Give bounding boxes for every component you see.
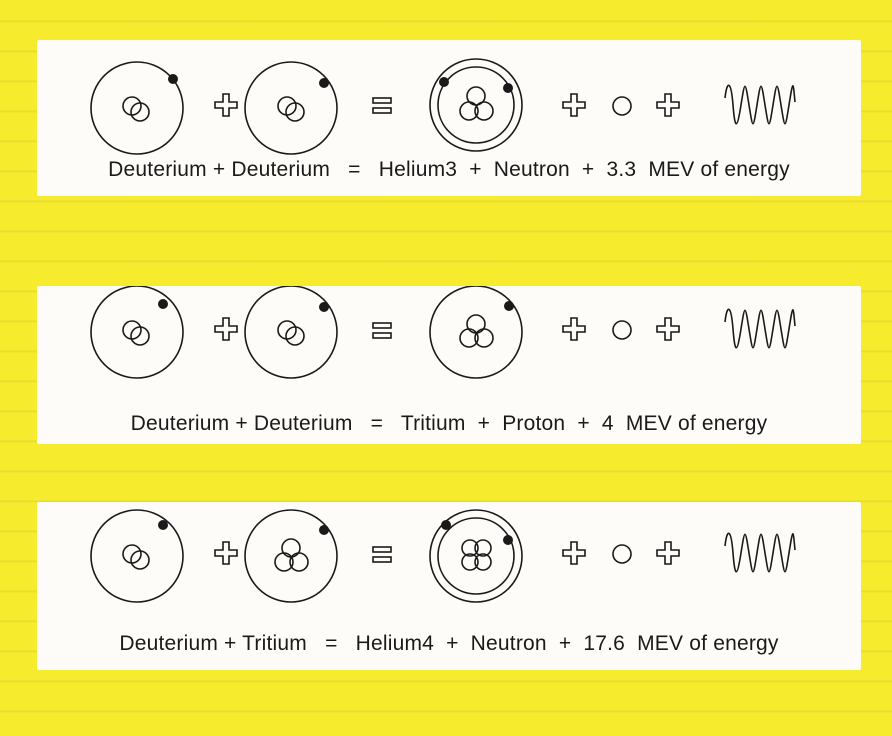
deuterium-atom-icon xyxy=(244,286,338,379)
electron-icon xyxy=(441,520,451,530)
reaction-panel-2: Deuterium + Deuterium = Tritium + Proton… xyxy=(37,286,861,444)
plus-icon xyxy=(562,541,586,565)
electron-icon xyxy=(503,535,513,545)
energy-wave-icon xyxy=(724,84,796,125)
helium3-atom-icon xyxy=(429,58,523,152)
reaction-equation-1: Deuterium + Deuterium = Helium3 + Neutro… xyxy=(108,158,790,181)
energy-wave-icon xyxy=(724,308,796,349)
plus-icon xyxy=(656,93,680,117)
reaction-diagram-2 xyxy=(90,286,796,379)
tritium-atom-icon xyxy=(429,286,523,379)
reaction-equation-3: Deuterium + Tritium = Helium4 + Neutron … xyxy=(119,632,779,655)
deuterium-atom-icon xyxy=(90,286,184,379)
electron-icon xyxy=(158,520,168,530)
deuterium-atom-icon xyxy=(90,509,184,603)
electron-icon xyxy=(439,77,449,87)
energy-wave-icon xyxy=(724,532,796,573)
electron-icon xyxy=(319,78,329,88)
tritium-atom-icon xyxy=(244,509,338,603)
electron-icon xyxy=(319,525,329,535)
reaction-diagram-3 xyxy=(90,509,796,603)
plus-icon xyxy=(214,317,238,341)
plus-icon xyxy=(562,317,586,341)
plus-icon xyxy=(656,317,680,341)
reaction-diagram-1 xyxy=(90,58,796,155)
proton-icon xyxy=(612,320,632,340)
plus-icon xyxy=(214,541,238,565)
electron-icon xyxy=(158,299,168,309)
neutron-icon xyxy=(612,96,632,116)
electron-icon xyxy=(503,83,513,93)
reaction-equation-2: Deuterium + Deuterium = Tritium + Proton… xyxy=(130,412,768,435)
plus-icon xyxy=(656,541,680,565)
electron-icon xyxy=(319,302,329,312)
electron-icon xyxy=(504,301,514,311)
plus-icon xyxy=(214,93,238,117)
electron-icon xyxy=(168,74,178,84)
reaction-panel-1: Deuterium + Deuterium = Helium3 + Neutro… xyxy=(37,40,861,196)
helium4-atom-icon xyxy=(429,509,523,603)
deuterium-atom-icon xyxy=(244,61,338,155)
deuterium-atom-icon xyxy=(90,61,184,155)
equals-icon xyxy=(372,97,392,114)
equals-icon xyxy=(372,322,392,339)
plus-icon xyxy=(562,93,586,117)
neutron-icon xyxy=(612,544,632,564)
reaction-panel-3: Deuterium + Tritium = Helium4 + Neutron … xyxy=(37,502,861,670)
equals-icon xyxy=(372,546,392,563)
